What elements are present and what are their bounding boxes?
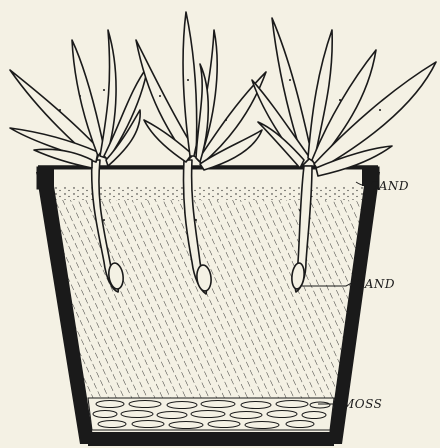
label-moss: MOSS — [341, 397, 382, 411]
label-sand-top: SAND — [370, 179, 409, 193]
moss-layer — [88, 398, 334, 446]
label-sand-middle: SAND — [356, 277, 395, 291]
